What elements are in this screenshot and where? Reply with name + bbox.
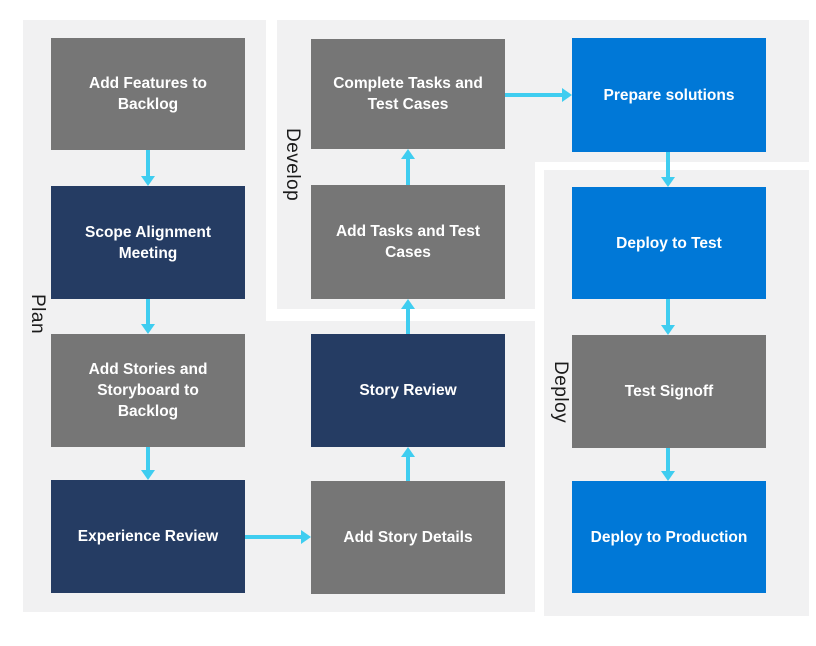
node-complete-tasks-and-test-cases: Complete Tasks and Test Cases [311,39,505,149]
arrow-shaft [406,158,410,185]
arrow-prepare-solutions-to-deploy-to-test [661,152,675,187]
arrow-shaft [245,535,302,539]
node-experience-review: Experience Review [51,480,245,593]
arrow-head-icon [401,447,415,457]
arrow-head-icon [401,299,415,309]
arrow-shaft [666,448,670,472]
arrow-shaft [666,152,670,178]
arrow-head-icon [661,471,675,481]
arrow-head-icon [661,177,675,187]
arrow-story-review-to-add-tasks [401,299,415,334]
node-add-stories-and-storyboard: Add Stories and Storyboard to Backlog [51,334,245,447]
arrow-add-tasks-to-complete-tasks [401,149,415,185]
arrow-head-icon [141,324,155,334]
arrow-head-icon [562,88,572,102]
arrow-head-icon [141,470,155,480]
arrow-add-features-to-scope-alignment [141,150,155,186]
arrow-head-icon [401,149,415,159]
arrow-shaft [406,308,410,334]
arrow-shaft [505,93,563,97]
node-prepare-solutions: Prepare solutions [572,38,766,152]
arrow-add-story-details-to-story-review [401,447,415,481]
arrow-shaft [146,447,150,471]
node-scope-alignment-meeting: Scope Alignment Meeting [51,186,245,299]
arrow-shaft [146,299,150,325]
lane-label-plan: Plan [27,294,48,335]
node-deploy-to-production: Deploy to Production [572,481,766,593]
arrow-test-signoff-to-deploy-production [661,448,675,481]
node-story-review: Story Review [311,334,505,447]
arrow-head-icon [661,325,675,335]
node-deploy-to-test: Deploy to Test [572,187,766,299]
arrow-head-icon [141,176,155,186]
lane-label-develop: Develop [282,128,303,202]
node-add-story-details: Add Story Details [311,481,505,594]
arrow-deploy-to-test-to-test-signoff [661,299,675,335]
lane-label-deploy: Deploy [550,361,571,424]
arrow-complete-tasks-to-prepare-solutions [505,88,572,102]
arrow-shaft [146,150,150,177]
arrow-add-stories-to-experience-review [141,447,155,480]
arrow-shaft [406,456,410,481]
arrow-shaft [666,299,670,326]
arrow-head-icon [301,530,311,544]
arrow-scope-alignment-to-add-stories [141,299,155,334]
node-add-tasks-and-test-cases: Add Tasks and Test Cases [311,185,505,299]
node-add-features-to-backlog: Add Features to Backlog [51,38,245,150]
arrow-experience-review-to-add-story-details [245,530,311,544]
node-test-signoff: Test Signoff [572,335,766,448]
